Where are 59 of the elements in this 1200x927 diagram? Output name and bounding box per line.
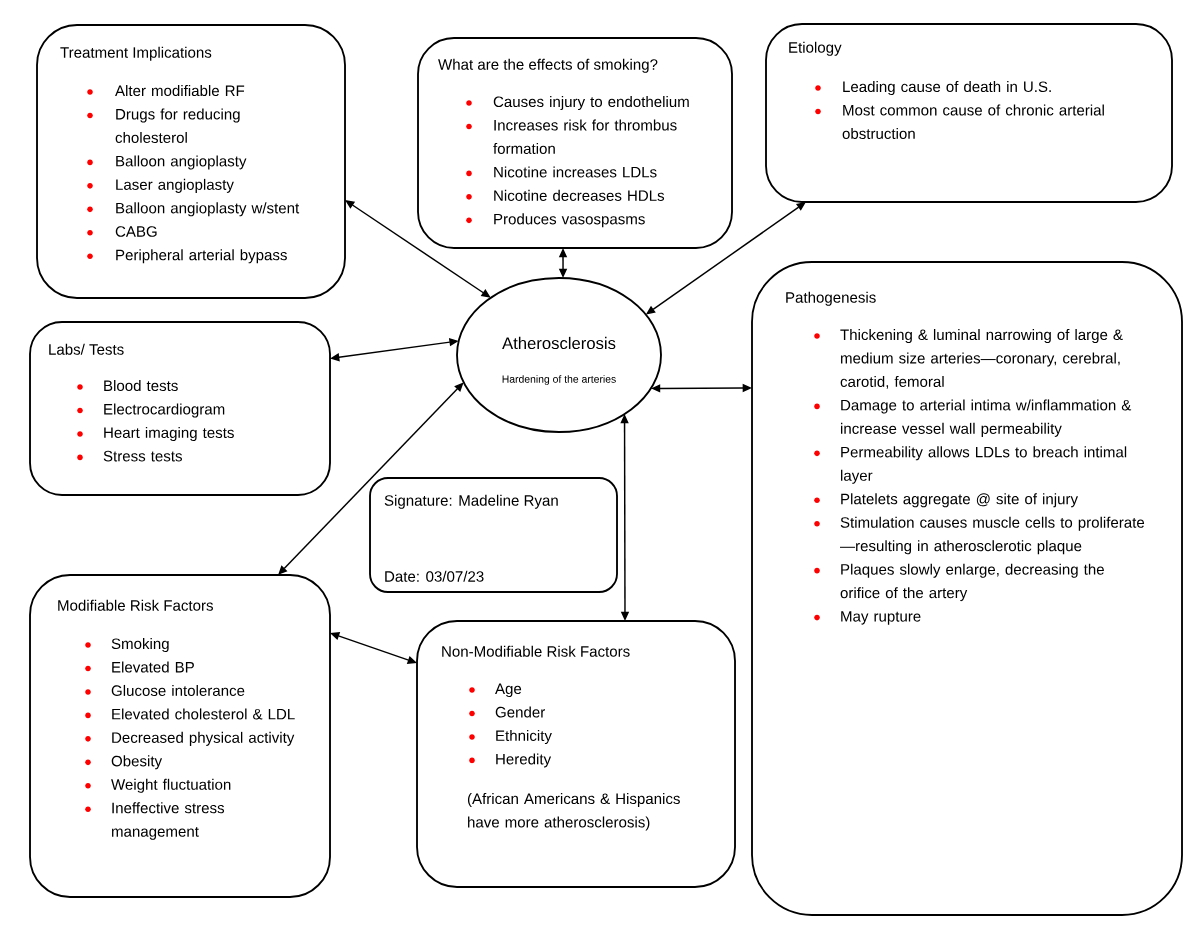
- list-item: Heart imaging tests: [104, 426, 234, 441]
- list-item: Thickening & luminal narrowing of large & medium size arteries—coronary, cerebral, carotid, femoral: [840, 329, 1123, 389]
- list-item: Elevated BP: [112, 661, 194, 673]
- double-arrow: [278, 382, 464, 575]
- date-text: Date: 03/07/23: [385, 570, 484, 582]
- list-item: CABG: [115, 226, 157, 237]
- list-item: Decreased physical activity: [112, 731, 295, 746]
- list-item: Plaques slowly enlarge, decreasing the orifice of the artery: [840, 563, 1104, 602]
- list-item: Obesity: [111, 755, 163, 770]
- ellipse-subtitle: Hardening of the arteries: [502, 375, 616, 385]
- list-item: Most common cause of chronic arterial obstruction: [842, 104, 1104, 139]
- list-item: Ethnicity: [496, 729, 552, 744]
- signature-box: [369, 477, 618, 593]
- list-item: Blood tests: [104, 380, 178, 392]
- box-heading: Etiology: [789, 41, 842, 56]
- list-item: Stress tests: [103, 450, 182, 462]
- topic-box: [416, 620, 736, 888]
- list-item: Drugs for reducing cholesterol: [115, 108, 240, 143]
- box-heading: Labs/ Tests: [49, 343, 124, 355]
- list-item: Produces vasospasms: [494, 213, 645, 228]
- list-item: Platelets aggregate @ site of injury: [841, 493, 1078, 508]
- signature-text: Signature: Madeline Ryan: [384, 494, 558, 509]
- list-item: Heredity: [496, 753, 552, 768]
- list-item: Weight fluctuation: [111, 778, 231, 793]
- box-heading: What are the effects of smoking?: [438, 58, 658, 73]
- topic-box: [417, 37, 733, 249]
- list-item: Smoking: [111, 638, 169, 653]
- list-item: Nicotine decreases HDLs: [494, 189, 665, 201]
- box-heading: Pathogenesis: [786, 291, 876, 306]
- list-item: Ineffective stress management: [112, 802, 225, 840]
- list-item: Laser angioplasty: [116, 178, 234, 193]
- topic-ellipse: [456, 277, 662, 433]
- box-heading: Non-Modifiable Risk Factors: [442, 645, 630, 657]
- topic-box: [751, 261, 1183, 916]
- list-item: Balloon angioplasty: [116, 155, 247, 170]
- box-heading: Treatment Implications: [60, 46, 212, 61]
- list-item: Causes injury to endothelium: [493, 96, 689, 111]
- list-item: Electrocardiogram: [104, 403, 225, 418]
- topic-box: [765, 23, 1173, 203]
- list-item: Gender: [495, 706, 545, 718]
- list-item: Damage to arterial intima w/inflammation & increase vessel wall permeability: [841, 399, 1132, 437]
- topic-box: [29, 321, 331, 496]
- list-item: Balloon angioplasty w/stent: [116, 202, 300, 217]
- topic-box: [36, 24, 346, 299]
- list-item: Age: [495, 683, 522, 698]
- note-text: (African Americans & Hispanics have more atherosclerosis): [467, 793, 680, 831]
- list-item: Elevated cholesterol & LDL: [112, 708, 295, 720]
- ellipse-title: Atherosclerosis: [502, 336, 616, 350]
- list-item: Alter modifiable RF: [115, 85, 245, 97]
- box-heading: Modifiable Risk Factors: [58, 599, 213, 611]
- list-item: Increases risk for thrombus formation: [493, 119, 677, 154]
- list-item: Permeability allows LDLs to breach intimal layer: [841, 446, 1127, 484]
- list-item: Peripheral arterial bypass: [116, 249, 287, 264]
- list-item: Nicotine increases LDLs: [494, 166, 657, 178]
- list-item: Leading cause of death in U.S.: [843, 81, 1051, 96]
- list-item: Stimulation causes muscle cells to proliferate —resulting in atherosclerotic plaque: [840, 516, 1145, 555]
- list-item: May rupture: [841, 611, 921, 625]
- list-item: Glucose intolerance: [111, 684, 245, 696]
- topic-box: [29, 574, 331, 898]
